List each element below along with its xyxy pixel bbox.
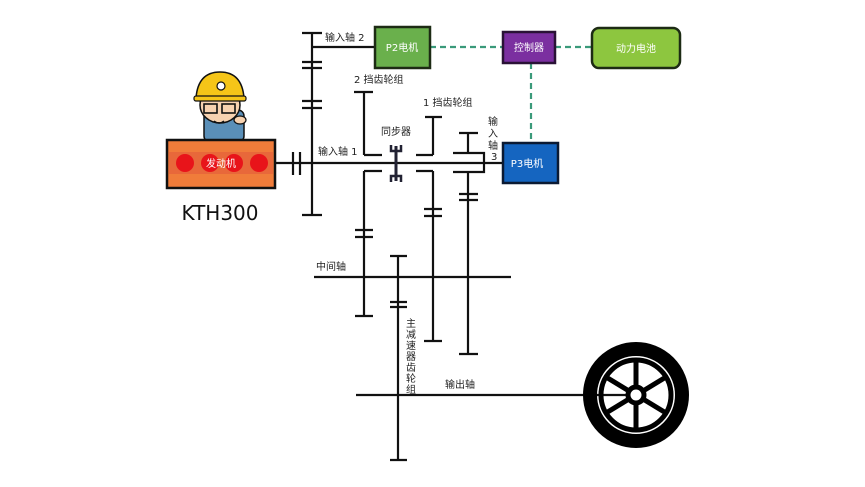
gear-set-1 bbox=[416, 115, 442, 343]
cylinder-icon bbox=[201, 154, 219, 172]
model-label: KTH300 bbox=[182, 201, 259, 225]
svg-text:P3电机: P3电机 bbox=[511, 157, 543, 170]
gear-set-2 bbox=[354, 90, 382, 318]
svg-text:轴: 轴 bbox=[488, 139, 498, 152]
final-drive-gears bbox=[390, 254, 407, 462]
p3-motor: P3电机 bbox=[501, 141, 560, 185]
svg-text:输: 输 bbox=[488, 115, 498, 128]
cartoon-character-icon bbox=[193, 71, 247, 143]
intermediate-shaft-label: 中间轴 bbox=[316, 260, 346, 273]
svg-text:P2电机: P2电机 bbox=[386, 41, 418, 54]
svg-text:减: 减 bbox=[406, 329, 416, 341]
svg-text:轮: 轮 bbox=[406, 372, 416, 385]
svg-text:3: 3 bbox=[491, 152, 497, 163]
p2-motor: P2电机 bbox=[373, 25, 432, 70]
svg-text:动力电池: 动力电池 bbox=[616, 42, 656, 55]
svg-text:器: 器 bbox=[406, 351, 416, 363]
gear-set-2-label: 2 挡齿轮组 bbox=[354, 73, 404, 86]
engine-label: 发动机 bbox=[206, 157, 236, 170]
svg-text:主: 主 bbox=[406, 318, 416, 330]
synchronizer-label: 同步器 bbox=[381, 126, 411, 138]
input-shaft-2-gears bbox=[302, 31, 375, 217]
svg-text:控制器: 控制器 bbox=[514, 41, 544, 54]
svg-text:齿: 齿 bbox=[406, 362, 416, 374]
output-shaft-label: 输出轴 bbox=[445, 378, 475, 391]
svg-text:速: 速 bbox=[406, 340, 416, 352]
input-shaft-3-gears bbox=[453, 131, 503, 356]
input-shaft-1-label: 输入轴 1 bbox=[318, 145, 358, 158]
engine-block: 发动机 bbox=[165, 138, 277, 190]
svg-text:组: 组 bbox=[406, 383, 416, 396]
wheel-icon bbox=[583, 342, 689, 448]
gear-set-1-label: 1 挡齿轮组 bbox=[423, 96, 473, 109]
power-battery: 动力电池 bbox=[590, 26, 682, 70]
synchronizer-icon bbox=[389, 145, 403, 182]
input-shaft-3-label: 输 入 轴 3 bbox=[488, 115, 498, 163]
cylinder-icon bbox=[176, 154, 194, 172]
cylinder-icon bbox=[225, 154, 243, 172]
final-drive-label: 主 减 速 器 齿 轮 组 bbox=[406, 318, 416, 396]
svg-text:入: 入 bbox=[488, 129, 498, 140]
cylinder-icon bbox=[250, 154, 268, 172]
input-shaft-2-label: 输入轴 2 bbox=[325, 31, 365, 44]
controller: 控制器 bbox=[501, 30, 557, 65]
